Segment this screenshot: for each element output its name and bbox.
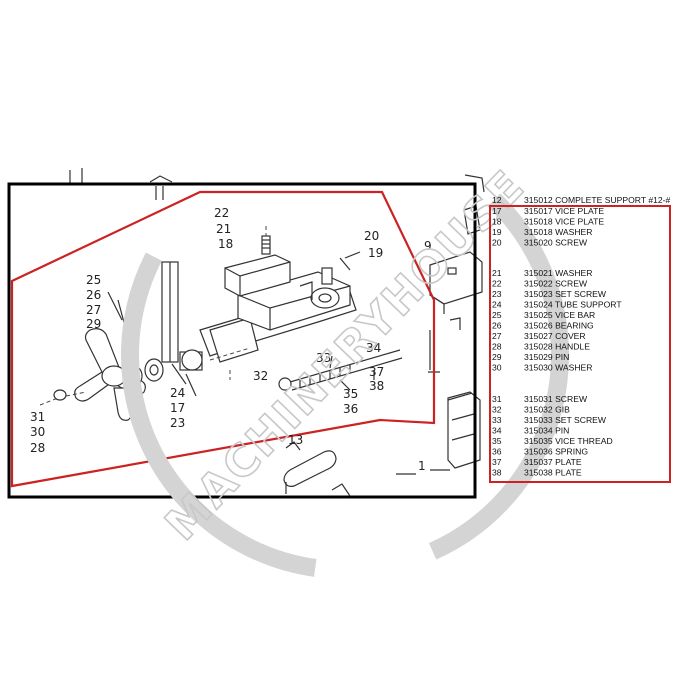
callout-22: 22 [214, 206, 229, 220]
callout-32: 32 [253, 369, 268, 383]
vertical-post [161, 261, 179, 363]
part-description: 315023 SET SCREW [524, 289, 607, 299]
top-screws [261, 226, 271, 255]
part-description: 315027 COVER [524, 331, 586, 341]
part-number: 24 [492, 300, 502, 310]
callout-9: 9 [424, 239, 432, 253]
part-description: 315026 BEARING [524, 321, 594, 331]
callout-13: 13 [288, 433, 303, 447]
part-description: 315031 SCREW [524, 394, 588, 404]
part-number: 37 [492, 457, 502, 467]
part-number: 23 [492, 289, 502, 299]
callout-18: 18 [218, 237, 233, 251]
leader-lines [107, 251, 375, 397]
callout-27: 27 [86, 303, 101, 317]
part-number: 35 [492, 436, 502, 446]
part-description: 315034 PIN [524, 426, 569, 436]
bearing-set [125, 347, 251, 387]
vice-body [199, 254, 357, 363]
parts-list: 12 315012 COMPLETE SUPPORT #12-# 17 3150… [492, 195, 671, 478]
callout-33: 33 [316, 351, 331, 365]
part-number: 22 [492, 279, 502, 289]
callout-23: 23 [170, 416, 185, 430]
part-description: 315022 SCREW [524, 279, 588, 289]
part-description: 315018 VICE PLATE [524, 217, 604, 227]
small-washers [39, 389, 87, 406]
part-number: 28 [492, 342, 502, 352]
part-description: 315028 HANDLE [524, 342, 590, 352]
part-number: 38 [492, 468, 502, 478]
callout-30: 30 [30, 425, 45, 439]
part-description: 315032 GIB [524, 405, 570, 415]
part-description: 315038 PLATE [524, 468, 582, 478]
parts-list-header: 12 315012 COMPLETE SUPPORT #12-# [492, 195, 671, 205]
callout-19: 19 [368, 246, 383, 260]
part-number: 30 [492, 363, 502, 373]
part-description: 315017 VICE PLATE [524, 206, 604, 216]
part-description: 315029 PIN [524, 352, 569, 362]
callouts: 25 26 27 29 31 30 28 22 21 18 20 19 24 1… [30, 206, 432, 473]
callout-26: 26 [86, 288, 101, 302]
part-number: 27 [492, 331, 502, 341]
callout-1: 1 [418, 459, 426, 473]
part-number: 31 [492, 394, 502, 404]
diagram-highlight-outline [10, 190, 436, 488]
lower-roller [283, 441, 416, 497]
part-number: 36 [492, 447, 502, 457]
part-number: 20 [492, 238, 502, 248]
watermark: MACHINERYHOUSE [121, 131, 569, 579]
part-description: 315036 SPRING [524, 447, 588, 457]
part-number: 33 [492, 415, 502, 425]
callout-37: 37 [369, 365, 384, 379]
callout-36: 36 [343, 402, 358, 416]
part-description: 315020 SCREW [524, 238, 588, 248]
part-number: 26 [492, 321, 502, 331]
callout-28: 28 [30, 441, 45, 455]
part-description: 315024 TUBE SUPPORT [524, 300, 622, 310]
part-description: 315021 WASHER [524, 268, 592, 278]
callout-29: 29 [86, 317, 101, 331]
part-description: 315035 VICE THREAD [524, 436, 613, 446]
watermark-ring [121, 131, 569, 579]
part-description: 315033 SET SCREW [524, 415, 607, 425]
part-number: 32 [492, 405, 502, 415]
callout-20: 20 [364, 229, 379, 243]
part-number: 21 [492, 268, 502, 278]
part-description: 315037 PLATE [524, 457, 582, 467]
callout-38: 38 [369, 379, 384, 393]
part-number: 19 [492, 227, 502, 237]
part-description: 315012 COMPLETE SUPPORT #12-# [524, 195, 671, 205]
callout-35: 35 [343, 387, 358, 401]
part-description: 315025 VICE BAR [524, 310, 595, 320]
callout-24: 24 [170, 386, 185, 400]
callout-34: 34 [366, 341, 381, 355]
diagram-frame [7, 182, 477, 499]
part-number: 17 [492, 206, 502, 216]
callout-31: 31 [30, 410, 45, 424]
part-number: 29 [492, 352, 502, 362]
callout-25: 25 [86, 273, 101, 287]
callout-17: 17 [170, 401, 185, 415]
parts-list-highlight [489, 205, 671, 483]
callout-21: 21 [216, 222, 231, 236]
part-number: 12 [492, 195, 502, 205]
part-description: 315030 WASHER [524, 363, 592, 373]
part-number: 18 [492, 217, 502, 227]
vice-thread [229, 349, 403, 391]
part-description: 315018 WASHER [524, 227, 592, 237]
part-number: 25 [492, 310, 502, 320]
part-number: 34 [492, 426, 502, 436]
